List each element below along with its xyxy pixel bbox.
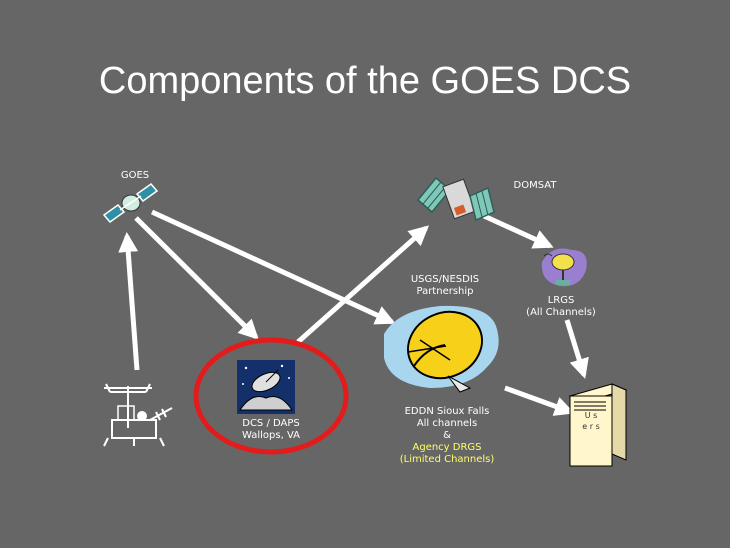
partnership-line-2: Partnership — [416, 286, 474, 297]
lrgs-line-1: LRGS — [547, 295, 575, 306]
arrow-eddn-to-users — [504, 385, 575, 416]
arrow-dcs-to-domsat — [296, 225, 429, 344]
eddn-line-2: All channels — [416, 418, 478, 429]
goes-satellite-icon — [102, 182, 159, 224]
highlight-circle — [193, 337, 349, 455]
eddn-line-3: & — [443, 430, 451, 441]
users-label: U s e r s — [582, 411, 600, 431]
eddn-line-1: EDDN Sioux Falls — [404, 406, 490, 417]
partnership-line-1: USGS/NESDIS — [410, 274, 480, 285]
lrgs-line-2: (All Channels) — [526, 307, 596, 318]
eddn-line-4: Agency DRGS — [412, 442, 482, 453]
arrow-goes-to-dcs — [134, 216, 259, 340]
eddn-dish-icon — [384, 305, 499, 393]
domsat-satellite-icon — [416, 176, 495, 222]
dcs-daps-line-1: DCS / DAPS — [242, 418, 300, 429]
dcs-daps-line-2: Wallops, VA — [241, 430, 300, 441]
ground-station-icon — [103, 383, 173, 447]
eddn-line-5: (Limited Channels) — [399, 454, 495, 465]
users-server-icon — [568, 383, 628, 467]
arrow-lrgs-to-users — [564, 319, 589, 379]
goes-label: GOES — [120, 170, 150, 181]
dcs-daps-label: DCS / DAPS Wallops, VA — [226, 418, 316, 442]
lrgs-label: LRGS (All Channels) — [515, 295, 607, 319]
lrgs-dish-icon — [541, 248, 587, 287]
arrow-station-to-goes — [118, 232, 140, 371]
arrow-domsat-to-lrgs — [482, 213, 554, 249]
eddn-label: EDDN Sioux Falls All channels & Agency D… — [387, 406, 507, 466]
arrow-goes-to-eddn — [150, 209, 396, 325]
dcs-dish-icon — [237, 360, 295, 414]
slide-title: Components of the GOES DCS — [98, 60, 632, 102]
domsat-label: DOMSAT — [513, 180, 557, 191]
partnership-label: USGS/NESDIS Partnership — [390, 274, 500, 298]
